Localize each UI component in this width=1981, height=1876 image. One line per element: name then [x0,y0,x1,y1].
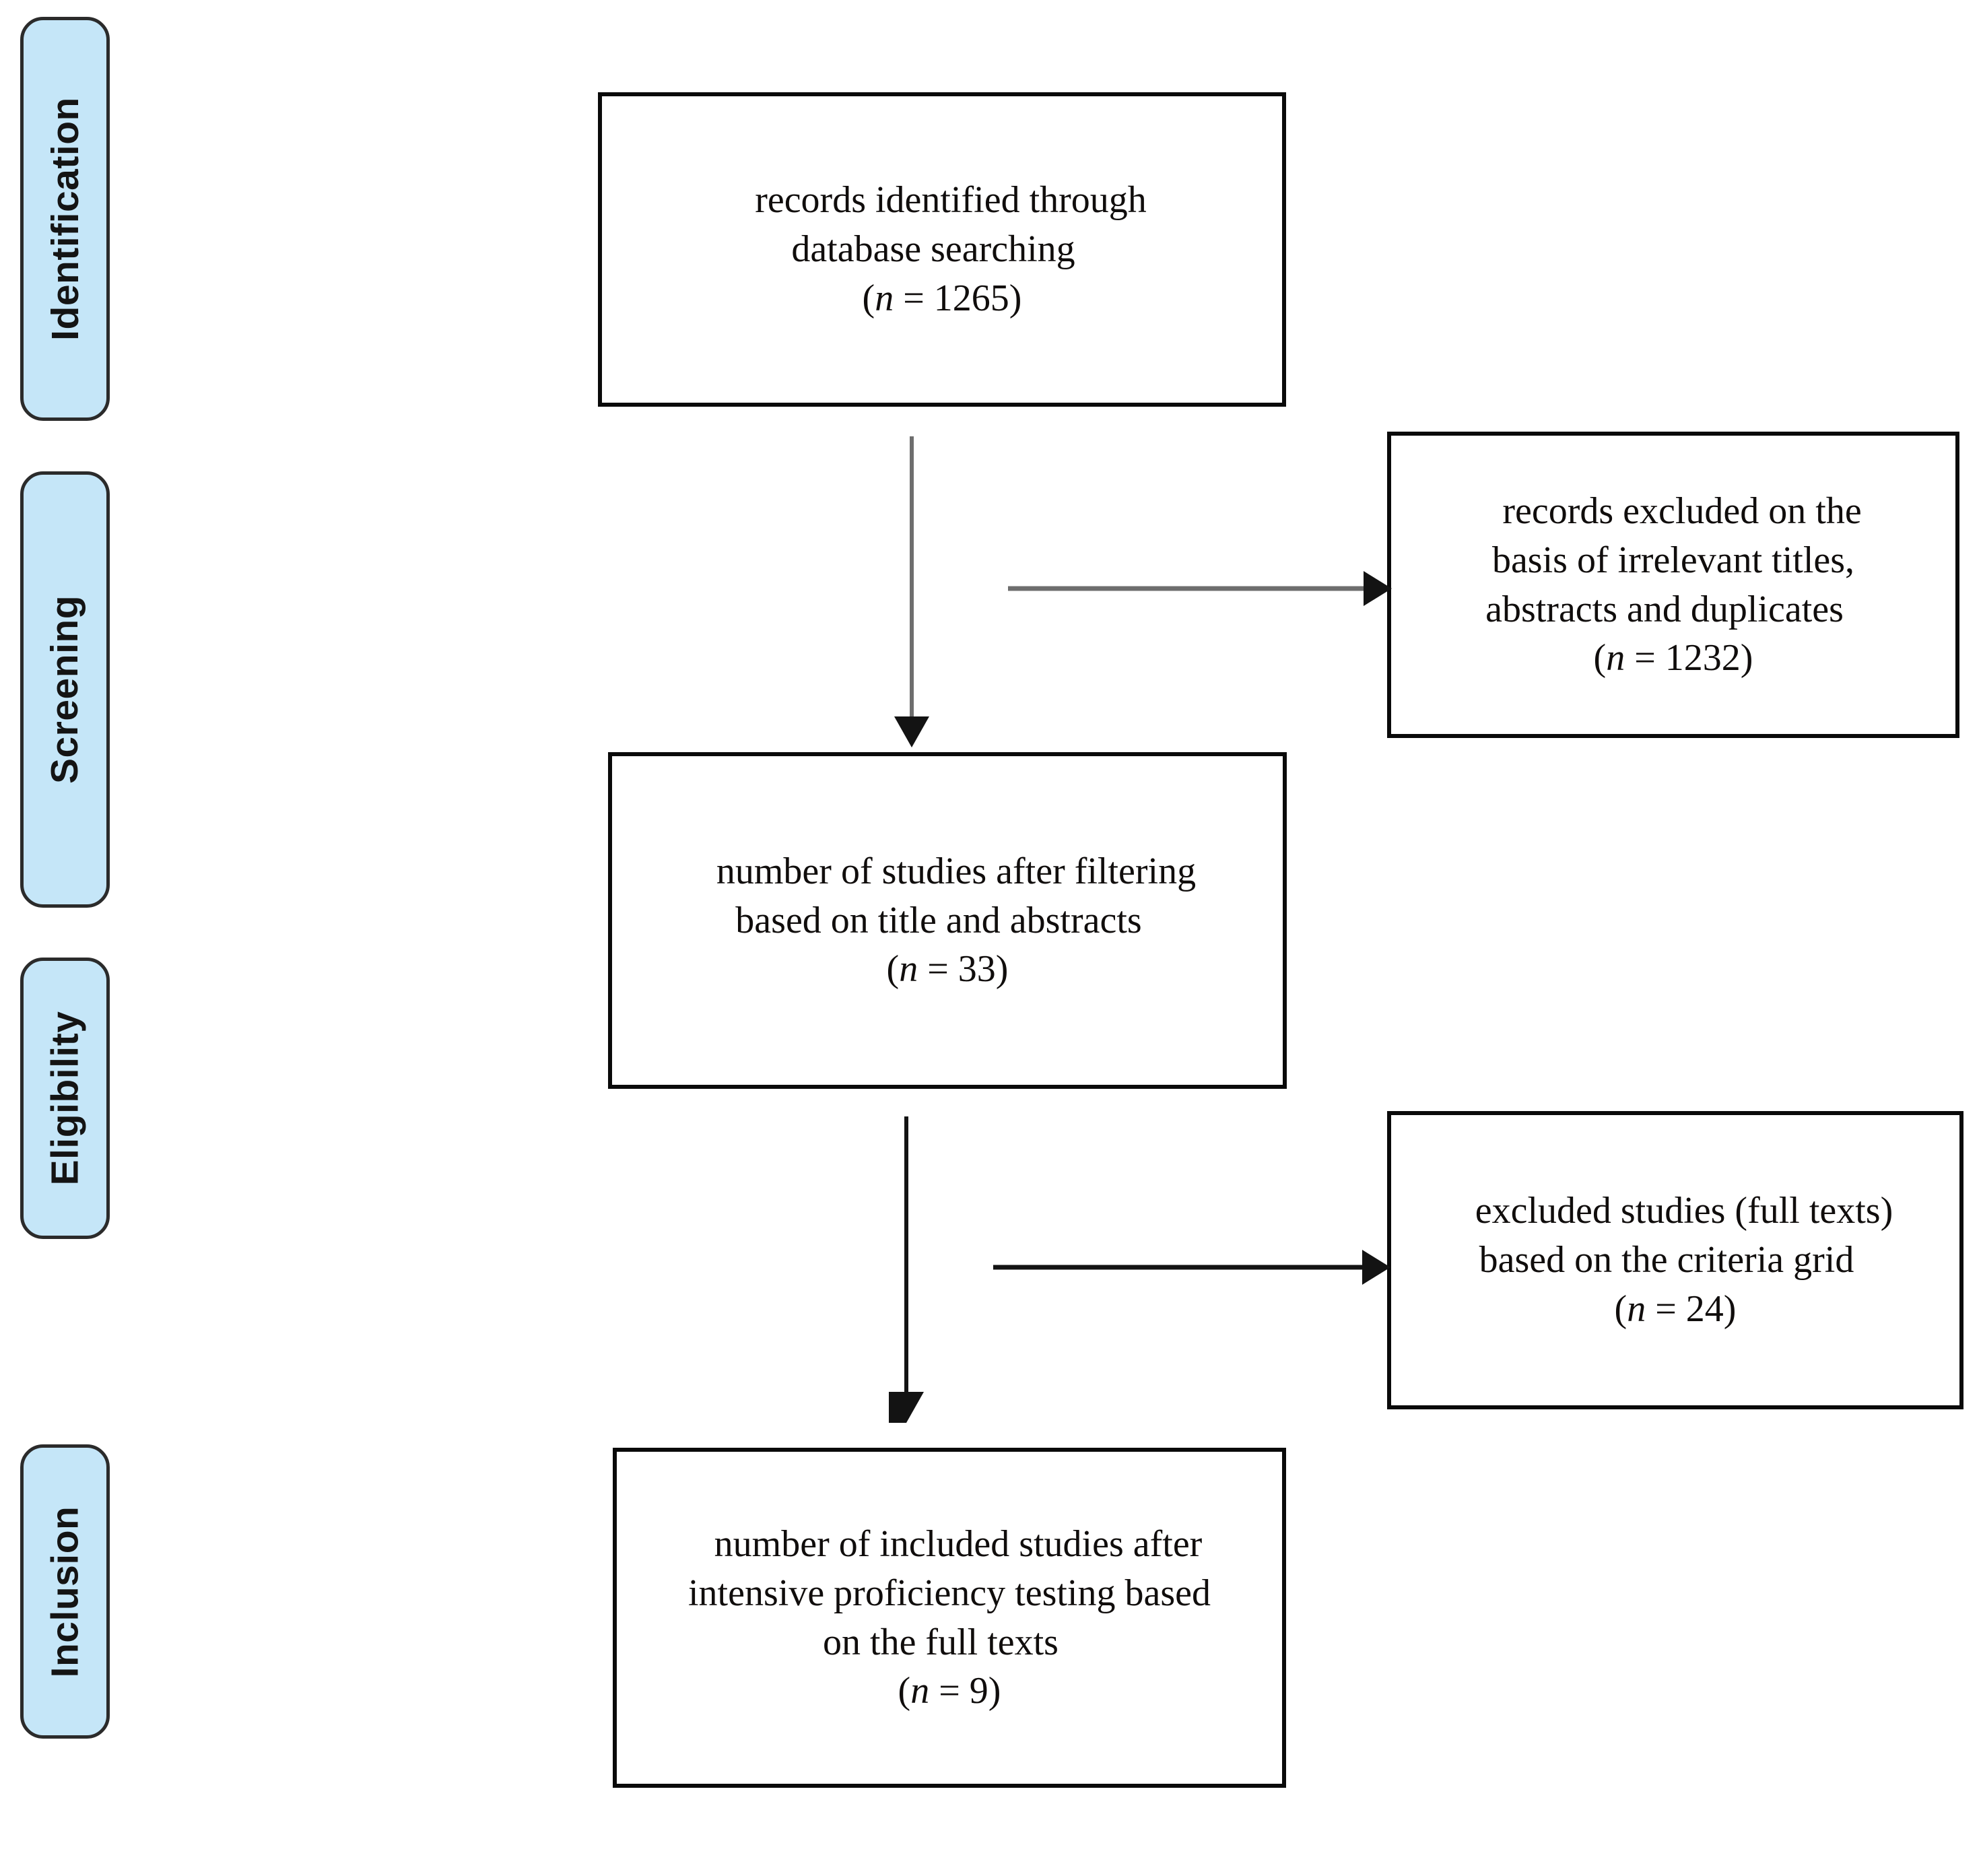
count-value-excluded-full-texts: 24 [1685,1287,1724,1330]
stage-bar-inclusion: Inclusion [20,1444,110,1739]
flow-box-records-excluded-titles-abstracts: records excluded on the basis of irrelev… [1387,432,1959,738]
flow-box-count-excluded-full-texts: (n = 24) [1614,1287,1737,1330]
stage-label-screening: Screening [43,595,87,784]
flow-box-excluded-full-texts: excluded studies (full texts) based on t… [1387,1111,1963,1409]
flow-box-count-records-identified: (n = 1265) [862,277,1022,319]
stage-bar-eligibility: Eligibility [20,958,110,1239]
flow-box-text-records-identified: records identified through database sear… [755,179,1147,271]
arrow-head-down-icon [889,1392,924,1423]
flow-box-count-records-excluded-titles-abstracts: (n = 1232) [1593,637,1753,679]
stage-label-inclusion: Inclusion [43,1506,87,1677]
arrow-shaft [910,436,914,716]
count-value-studies-after-filtering: 33 [958,948,996,991]
count-value-records-identified: 1265 [933,277,1009,319]
stage-label-identification: Identification [43,97,87,341]
arrow-head-right-icon [1364,571,1392,606]
flow-box-text-included-studies: number of included studies after intensi… [688,1522,1211,1663]
arrow-identified-to-filtered [893,436,931,747]
stage-bar-screening: Screening [20,471,110,908]
flow-box-text-studies-after-filtering: number of studies after filtering based … [716,850,1197,941]
stage-bar-identification: Identification [20,17,110,421]
arrow-included-to-excluded-full-texts [993,1250,1390,1285]
flow-box-count-studies-after-filtering: (n = 33) [886,948,1009,991]
flow-box-text-excluded-full-texts: excluded studies (full texts) based on t… [1475,1190,1893,1281]
count-value-included-studies: 9 [969,1670,988,1712]
arrow-shaft [1008,586,1364,591]
arrow-head-right-icon [1362,1250,1390,1285]
flow-box-count-included-studies: (n = 9) [898,1670,1001,1712]
stage-label-eligibility: Eligibility [43,1011,87,1186]
flow-box-records-identified: records identified through database sear… [598,92,1286,407]
arrow-shaft [993,1265,1362,1270]
arrow-filtered-to-included [887,1116,925,1423]
flow-box-included-studies: number of included studies after intensi… [613,1448,1286,1788]
flow-box-text-records-excluded-titles-abstracts: records excluded on the basis of irrelev… [1485,490,1862,630]
arrow-head-down-icon [894,716,929,747]
flow-box-studies-after-filtering: number of studies after filtering based … [608,752,1287,1089]
count-value-records-excluded-titles-abstracts: 1232 [1665,637,1741,679]
arrow-filtered-to-excluded-titles-abstracts [1008,571,1392,606]
arrow-shaft [904,1116,908,1392]
